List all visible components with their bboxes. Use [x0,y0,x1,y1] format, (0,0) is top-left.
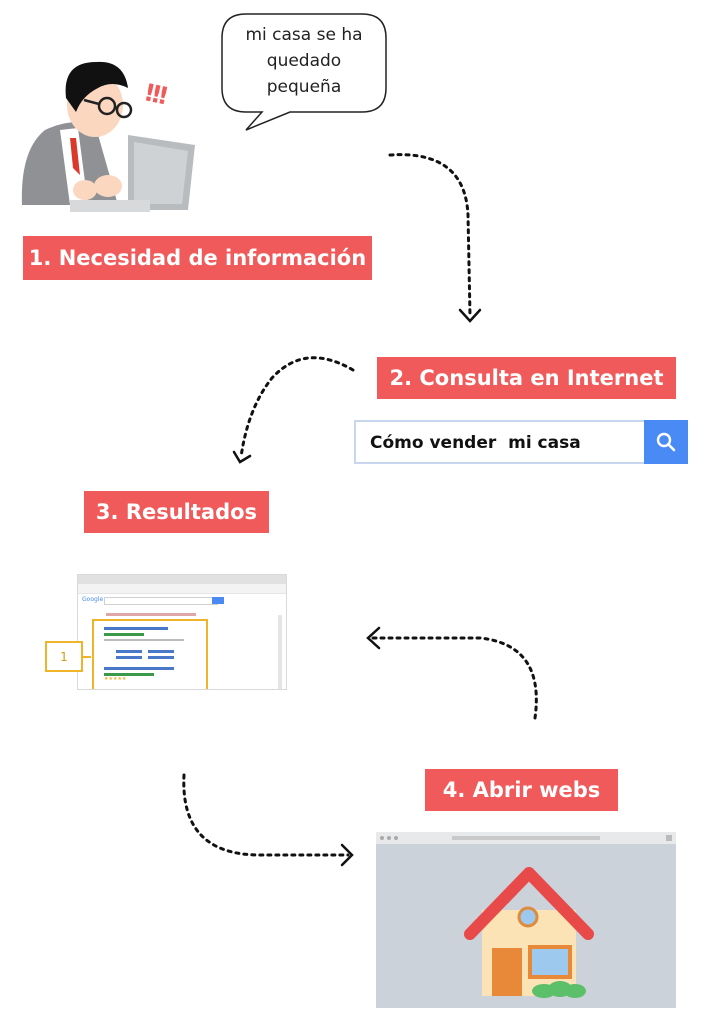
search-button [644,420,688,464]
search-icon [656,432,676,452]
search-bar: Cómo vender mi casa [354,420,688,464]
rating-stars: ★★★★★ [104,676,127,682]
rank-badge: 1 [45,641,83,672]
step-2-label: 2. Consulta en Internet [377,357,676,399]
step-4-label: 4. Abrir webs [425,769,618,811]
google-logo: Google [82,596,104,603]
search-results-thumbnail: Google ★★★★★ [77,574,287,690]
step-3-label: 3. Resultados [84,491,269,533]
search-query: Cómo vender mi casa [370,433,581,453]
step-1-label: 1. Necesidad de información [23,236,372,280]
speech-bubble-text: mi casa se ha quedado pequeña [245,25,363,97]
